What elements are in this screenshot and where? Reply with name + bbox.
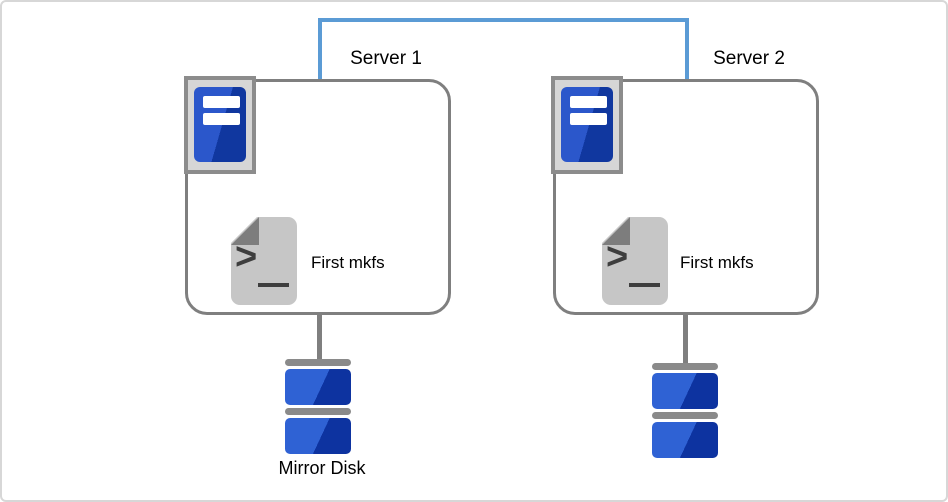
server-2-disk-connector (683, 314, 688, 364)
terminal-script-icon: > (602, 217, 668, 305)
disk-platter (652, 373, 718, 409)
server-1-label: Server 1 (350, 48, 422, 69)
disk-stack-icon (652, 363, 718, 461)
terminal-script-icon: > (231, 217, 297, 305)
interconnect-link-horizontal (318, 18, 689, 22)
disk-cap (285, 408, 351, 415)
disk-platter (285, 418, 351, 454)
disk-cap (652, 363, 718, 370)
server-drive-slot (570, 96, 607, 108)
server-tower-body (194, 87, 246, 162)
server-tower-body (561, 87, 613, 162)
server-tower-icon (184, 76, 256, 174)
server-drive-slot (203, 113, 240, 125)
mirror-disk-icon (285, 359, 351, 457)
server-1-script-label: First mkfs (311, 253, 385, 272)
interconnect-link-right-drop (685, 18, 689, 80)
server-2-label: Server 2 (713, 48, 785, 69)
disk-cap (285, 359, 351, 366)
interconnect-link-left-drop (318, 18, 322, 80)
terminal-cursor-glyph (629, 283, 660, 287)
terminal-prompt-glyph: > (235, 236, 258, 278)
terminal-prompt-glyph: > (606, 236, 629, 278)
server-2-script-label: First mkfs (680, 253, 754, 272)
server-tower-icon (551, 76, 623, 174)
server-drive-slot (570, 113, 607, 125)
server-drive-slot (203, 96, 240, 108)
disk-platter (285, 369, 351, 405)
mirror-disk-label: Mirror Disk (278, 458, 366, 478)
disk-cap (652, 412, 718, 419)
server-1-disk-connector (317, 314, 322, 360)
terminal-cursor-glyph (258, 283, 289, 287)
disk-platter (652, 422, 718, 458)
